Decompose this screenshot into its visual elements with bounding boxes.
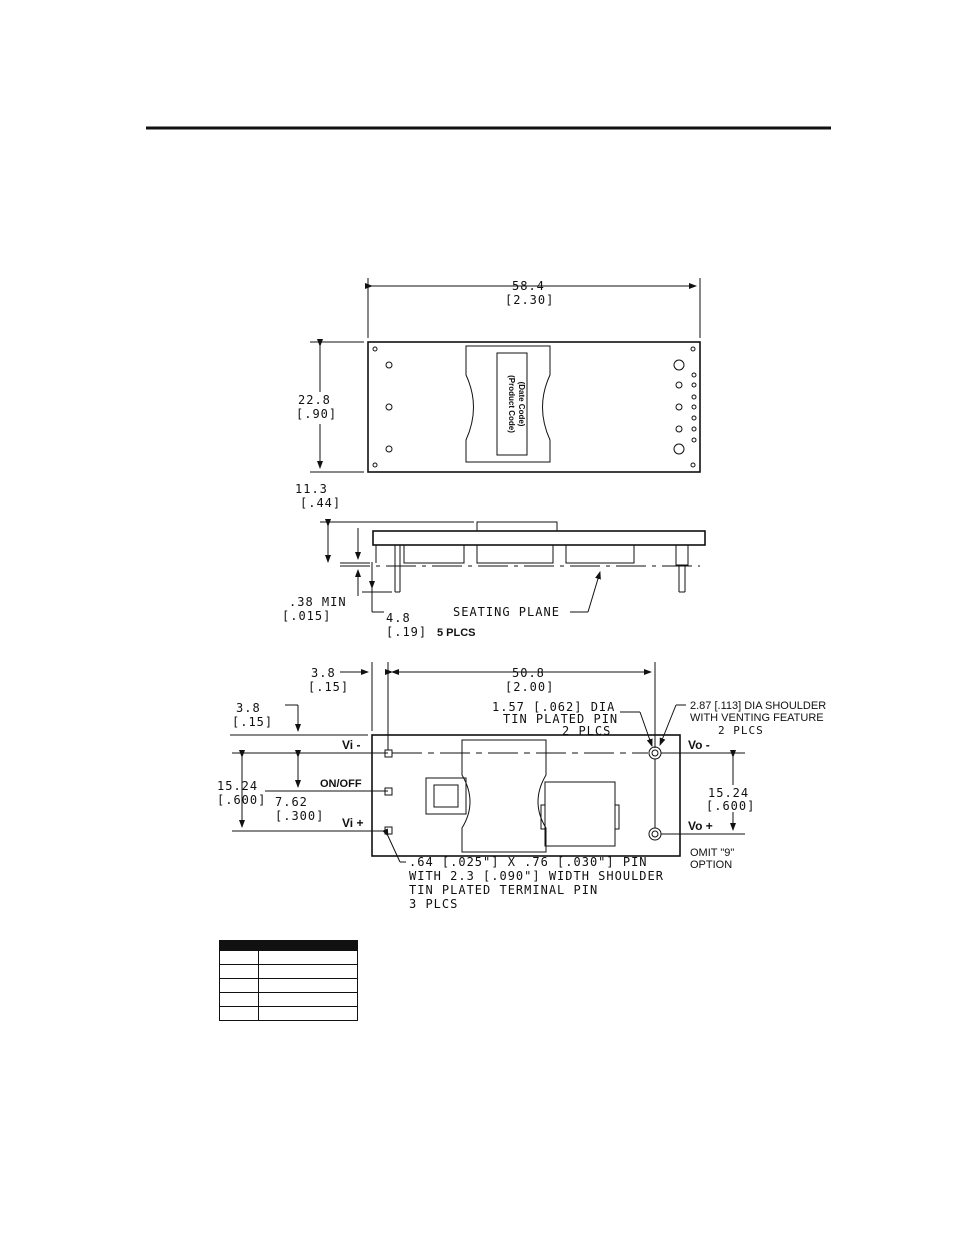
top-view-outline (367, 341, 701, 473)
heatsink-footprint (461, 739, 547, 853)
pcb-profile (372, 530, 706, 546)
pin-note-2: TIN PLATED PIN (503, 712, 618, 726)
terminal-pin-icon (384, 787, 393, 796)
shoulder-note-1: 2.87 [.113] DIA SHOULDER (690, 700, 826, 712)
offset-x-mm: 3.8 (311, 666, 336, 680)
product-code-label: (Product Code) (507, 375, 516, 433)
table-row (219, 964, 358, 979)
output-pin-icon (648, 827, 662, 841)
bottom-view-outline (371, 734, 681, 857)
offset-y-in: [.15] (232, 715, 273, 729)
heatsink-outline (465, 345, 551, 463)
product-label-area (496, 352, 528, 456)
pin-label-onoff: ON/OFF (320, 778, 362, 790)
width-mm: 58.4 (512, 279, 545, 293)
left-span-in: [.600] (217, 793, 266, 807)
side-height-in: [.44] (300, 496, 341, 510)
pin-icon (385, 361, 393, 369)
height-mm: 22.8 (298, 393, 331, 407)
omit-note-1: OMIT "9" (690, 847, 734, 859)
output-pin-icon (648, 746, 662, 760)
pin-table (219, 940, 358, 1021)
offset-x-in: [.15] (308, 680, 349, 694)
terminal-note-2: WITH 2.3 [.090"] WIDTH SHOULDER (409, 869, 664, 883)
date-code-label: (Date Code) (517, 382, 526, 427)
pin-length-mm: 4.8 (386, 611, 411, 625)
left-span-mm: 15.24 (217, 779, 258, 793)
pin-note-3: 2 PLCS (562, 724, 611, 738)
right-span-mm: 15.24 (708, 786, 749, 800)
min-clearance-in: [.015] (282, 609, 331, 623)
pitch-in: [2.00] (505, 680, 554, 694)
pin-length-qty: 5 PLCS (437, 627, 476, 639)
table-row (219, 992, 358, 1007)
pin-note-1: 1.57 [.062] DIA (492, 700, 615, 714)
height-in: [.90] (296, 407, 337, 421)
side-height-mm: 11.3 (295, 482, 328, 496)
width-in: [2.30] (505, 293, 554, 307)
table-row (219, 950, 358, 965)
pin-icon (673, 443, 685, 455)
seating-plane-label: SEATING PLANE (453, 605, 560, 619)
left-half-mm: 7.62 (275, 795, 308, 809)
heatsink-profile (476, 521, 558, 532)
component-outline (425, 777, 467, 815)
min-clearance-mm: .38 MIN (289, 595, 347, 609)
shoulder-note-3: 2 PLCS (718, 724, 764, 737)
pin-icon (673, 359, 685, 371)
top-view: 58.4 [2.30] 22.8 [.90] (Product Code) (D… (296, 278, 701, 473)
pin-icon (385, 403, 393, 411)
pitch-mm: 50.8 (512, 666, 545, 680)
pin-length-in: [.19] (386, 625, 427, 639)
omit-note-2: OPTION (690, 859, 732, 871)
right-span-in: [.600] (706, 799, 755, 813)
offset-y-mm: 3.8 (236, 701, 261, 715)
pin-label-vo-plus: Vo + (688, 819, 713, 833)
transformer-outline (544, 781, 616, 847)
bottom-view: 3.8 [.15] 50.8 [2.00] 3.8 [.15] 15.24 [.… (217, 662, 826, 911)
shoulder-note-2: WITH VENTING FEATURE (690, 712, 824, 724)
terminal-note-1: .64 [.025"] X .76 [.030"] PIN (409, 855, 648, 869)
table-row (219, 978, 358, 993)
pin-label-vi-minus: Vi - (342, 738, 360, 752)
pin-icon (385, 445, 393, 453)
table-row (219, 1006, 358, 1021)
pin-label-vo-minus: Vo - (688, 738, 710, 752)
terminal-note-3: TIN PLATED TERMINAL PIN (409, 883, 598, 897)
side-view: 11.3 [.44] .38 MIN [.015] 4.8 [.19] 5 PL… (282, 482, 706, 639)
pin-label-vi-plus: Vi + (342, 816, 363, 830)
left-half-in: [.300] (275, 809, 324, 823)
terminal-note-4: 3 PLCS (409, 897, 458, 911)
table-header (219, 940, 358, 951)
